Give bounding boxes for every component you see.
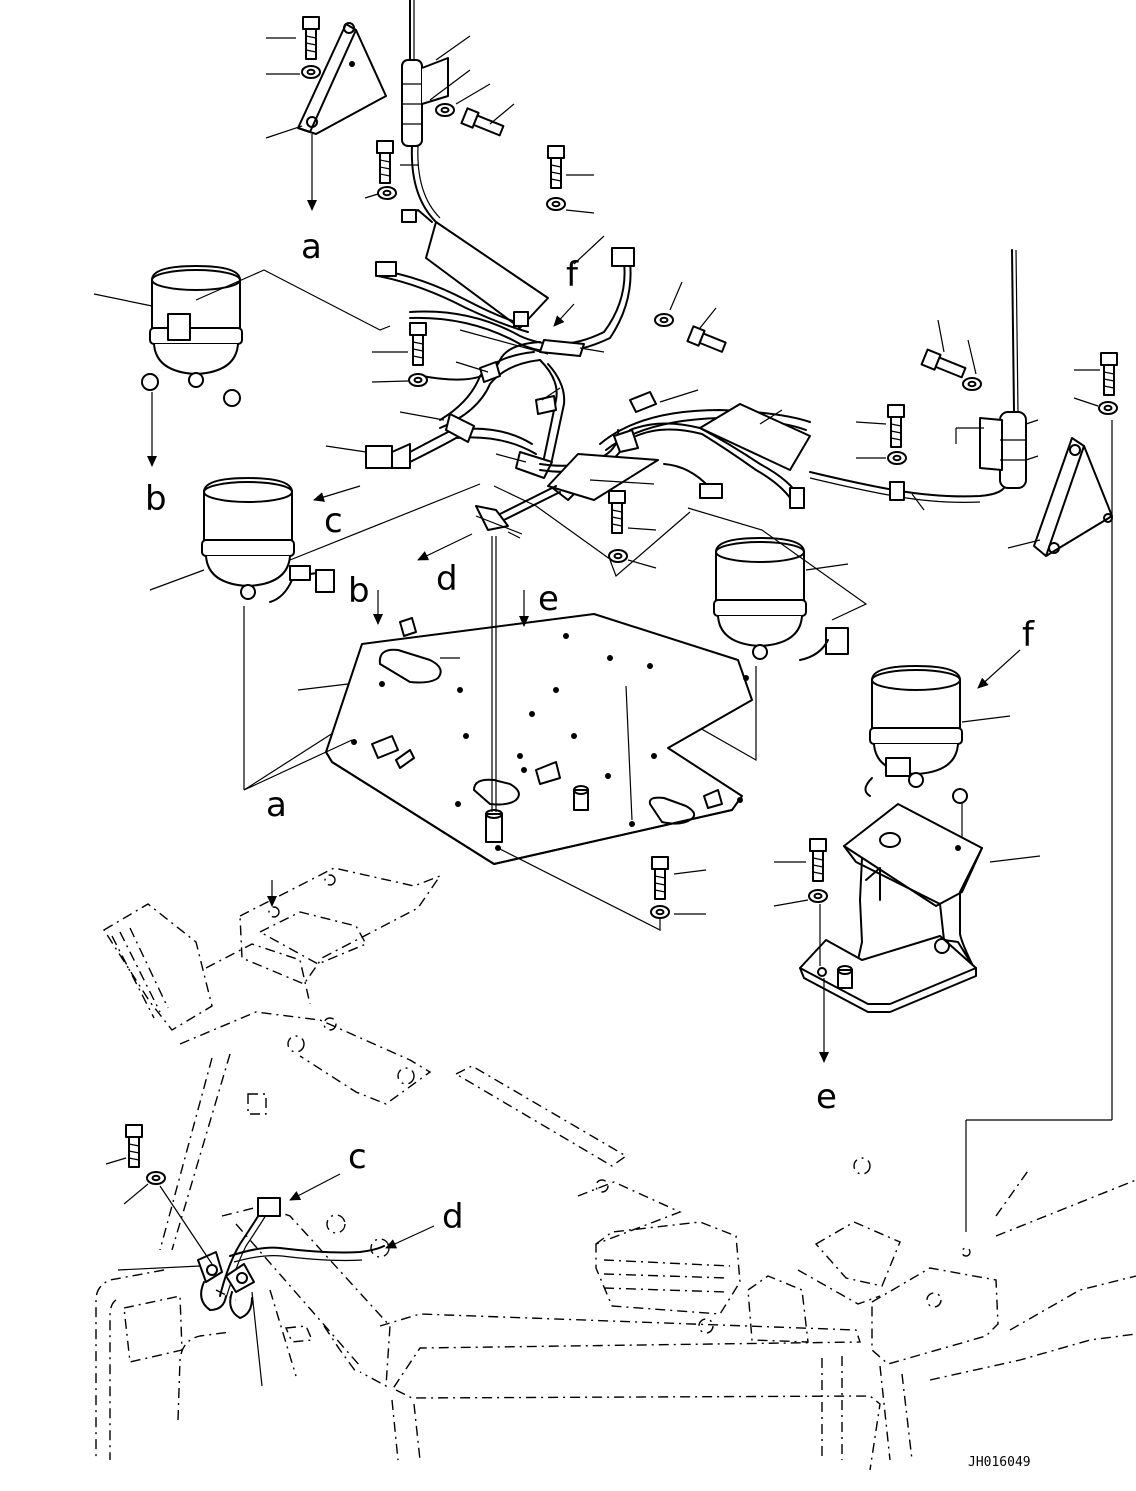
fasteners-top-center xyxy=(364,140,595,214)
bracket-top-left xyxy=(265,16,387,211)
fasteners-below-plate xyxy=(497,847,707,931)
bracket-right xyxy=(965,352,1118,1232)
callout-arrows xyxy=(313,485,1021,689)
callout-a-top: a xyxy=(301,227,322,267)
callout-d-left: d xyxy=(436,559,458,599)
warning-lamp-mid-right xyxy=(625,507,868,762)
antenna-left xyxy=(401,0,515,263)
callout-a-cab: a xyxy=(266,785,287,825)
fasteners-harness xyxy=(371,281,727,578)
drawing-code: JH016049 xyxy=(968,1455,1031,1470)
antenna-right xyxy=(920,249,1039,489)
callout-b-plate: b xyxy=(348,571,370,611)
callout-b-left: b xyxy=(145,479,167,519)
wiring-harness xyxy=(325,209,1007,539)
cab-structure xyxy=(95,867,1136,1471)
cab-wiring-clamps xyxy=(105,1124,435,1387)
lamp-pedestal-bracket xyxy=(773,803,1041,1063)
callout-f-top: f xyxy=(566,255,579,295)
fasteners-right xyxy=(855,404,925,511)
callout-f-right: f xyxy=(1022,615,1035,655)
callout-c-cab: c xyxy=(348,1137,367,1177)
mounting-plate xyxy=(243,485,753,865)
callout-d-cab: d xyxy=(442,1197,464,1237)
warning-lamp-top-left xyxy=(93,265,391,467)
callout-c-left: c xyxy=(324,501,343,541)
callout-e-bracket: e xyxy=(816,1077,837,1117)
callout-e-plate: e xyxy=(538,579,559,619)
